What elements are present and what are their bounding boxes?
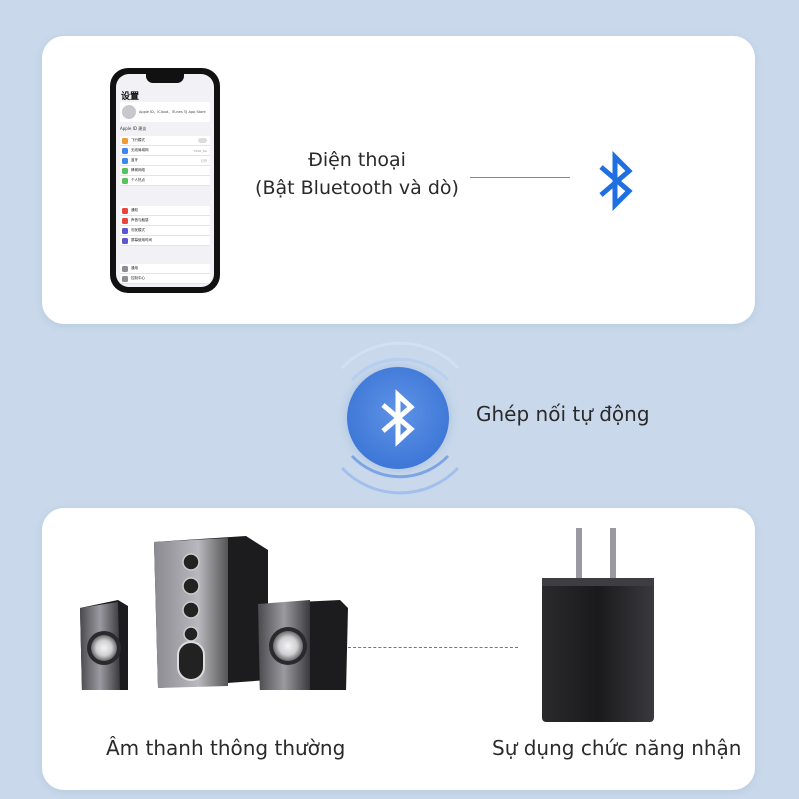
- appleid-suggestion: Apple ID 建议: [120, 126, 147, 131]
- profile-row: Apple ID、iCloud、iTunes 与 App Store: [120, 102, 210, 122]
- settings-row: 蓝牙 打开: [120, 156, 210, 166]
- settings-group-general: 通用控制中心: [120, 264, 210, 284]
- settings-row: 飞行模式: [120, 136, 210, 146]
- speaker-label: Âm thanh thông thường: [106, 736, 346, 760]
- phone-caption-line1: Điện thoại: [308, 149, 406, 171]
- settings-row-label: 声音与触感: [131, 218, 149, 222]
- settings-row-icon: [122, 137, 128, 144]
- bluetooth-badge: [347, 367, 449, 469]
- settings-row-label: 勿扰模式: [131, 228, 145, 232]
- settings-row: 无线局域网 STAR_5G: [120, 146, 210, 156]
- settings-row-icon: [122, 227, 128, 234]
- settings-row-label: 蜂窝网络: [131, 168, 145, 172]
- bluetooth-icon: [599, 151, 633, 211]
- settings-row: 控制中心: [120, 274, 210, 284]
- settings-row-value: 打开: [200, 158, 207, 163]
- profile-text: Apple ID、iCloud、iTunes 与 App Store: [139, 109, 206, 114]
- settings-row-label: 蓝牙: [131, 158, 138, 162]
- settings-row: 蜂窝网络: [120, 166, 210, 176]
- auto-pair-label: Ghép nối tự động: [476, 402, 650, 426]
- receiver-adapter-image: [542, 528, 654, 722]
- settings-row-label: 通知: [131, 208, 138, 212]
- settings-row-icon: [122, 177, 128, 184]
- settings-row-label: 个人热点: [131, 178, 145, 182]
- settings-row-icon: [122, 157, 128, 164]
- settings-row: 通用: [120, 264, 210, 274]
- phone-card: 设置 Apple ID、iCloud、iTunes 与 App Store Ap…: [42, 36, 755, 324]
- settings-row-label: 无线局域网: [131, 148, 149, 152]
- phone-notch: [146, 74, 184, 83]
- phone-caption: Điện thoại (Bật Bluetooth và dò): [242, 146, 472, 202]
- phone-screen: 设置 Apple ID、iCloud、iTunes 与 App Store Ap…: [116, 74, 214, 287]
- devices-card: Âm thanh thông thường Sự dụng chức năng …: [42, 508, 755, 790]
- settings-row: 勿扰模式: [120, 226, 210, 236]
- settings-row-label: 飞行模式: [131, 138, 145, 142]
- speaker-set-image: [80, 536, 348, 690]
- settings-group-connectivity: 飞行模式无线局域网 STAR_5G 蓝牙 打开蜂窝网络个人热点: [120, 136, 210, 186]
- receiver-label: Sự dụng chức năng nhận: [492, 736, 742, 760]
- settings-row-label: 控制中心: [131, 276, 145, 280]
- settings-row-icon: [122, 265, 128, 272]
- phone-image: 设置 Apple ID、iCloud、iTunes 与 App Store Ap…: [110, 68, 220, 293]
- settings-title: 设置: [121, 92, 140, 102]
- settings-row: 声音与触感: [120, 216, 210, 226]
- settings-row-label: 通用: [131, 266, 138, 270]
- settings-row-icon: [122, 237, 128, 244]
- settings-row-label: 屏幕使用时间: [131, 238, 152, 242]
- airplane-toggle: [198, 138, 207, 143]
- settings-group-notifications: 通知声音与触感勿扰模式屏幕使用时间: [120, 206, 210, 246]
- settings-row: 通知: [120, 206, 210, 216]
- connector-line-bottom: [348, 647, 518, 648]
- settings-row: 屏幕使用时间: [120, 236, 210, 246]
- phone-caption-line2: (Bật Bluetooth và dò): [255, 177, 459, 199]
- settings-row-value: STAR_5G: [193, 148, 207, 153]
- settings-row: 个人热点: [120, 176, 210, 186]
- settings-row-icon: [122, 147, 128, 154]
- settings-row-icon: [122, 275, 128, 282]
- settings-row-icon: [122, 217, 128, 224]
- connector-line-top: [470, 177, 570, 178]
- bluetooth-icon: [381, 389, 415, 447]
- settings-row-icon: [122, 207, 128, 214]
- avatar: [122, 105, 136, 119]
- signal-waves: [340, 341, 460, 495]
- settings-row-icon: [122, 167, 128, 174]
